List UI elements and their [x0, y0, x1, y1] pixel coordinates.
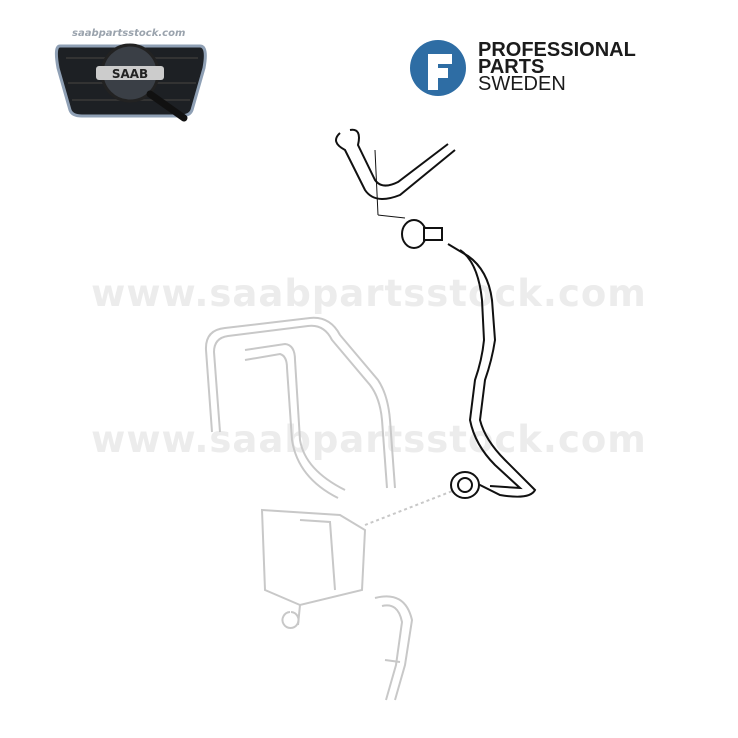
pps-wordmark: PROFESSIONAL PARTS SWEDEN: [478, 39, 636, 95]
pps-line1: PROFESSIONAL: [478, 39, 636, 61]
watermark-top: www.saabpartsstock.com: [91, 272, 647, 315]
hoses: [335, 128, 537, 499]
pps-line2: PARTS: [478, 56, 545, 78]
faded-parts: [204, 316, 456, 701]
site-name: saabpartsstock.com: [72, 28, 186, 39]
pps-line3: SWEDEN: [478, 73, 566, 95]
watermark-bottom: www.saabpartsstock.com: [91, 418, 647, 461]
professional-parts-sweden-logo: [410, 40, 466, 96]
saabpartsstock-logo: SAAB: [54, 43, 207, 122]
saab-badge-text: SAAB: [112, 67, 148, 81]
